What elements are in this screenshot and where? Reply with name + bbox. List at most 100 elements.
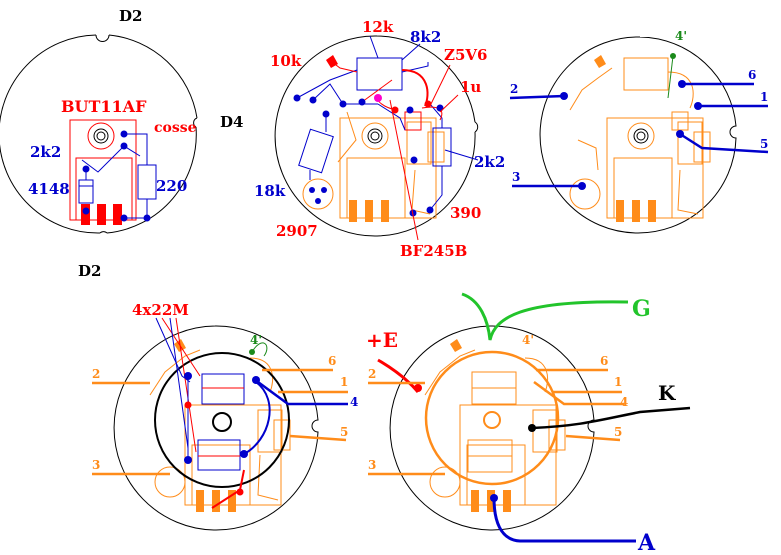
board-2-outline [274, 35, 479, 237]
pad [321, 187, 327, 193]
trace [377, 103, 406, 131]
label-z5v6: Z5V6 [444, 46, 487, 64]
pad [678, 80, 686, 88]
lead [616, 200, 624, 222]
pad [120, 130, 128, 138]
lead [648, 200, 656, 222]
fet-lead [381, 200, 389, 222]
label-4prime: 4' [675, 29, 687, 43]
lead [487, 490, 495, 512]
resistor-18k [298, 128, 334, 174]
pad [120, 142, 128, 150]
leader [161, 317, 201, 377]
pad [309, 96, 317, 104]
wire-4 [533, 380, 624, 406]
label-bf245b: BF245B [400, 242, 467, 260]
board-1: D2 D2 D4 BUT11AF cosse 2k2 4148 220 [0, 7, 243, 280]
trace [296, 69, 358, 99]
pad [406, 106, 414, 114]
orange-diamond [450, 339, 462, 352]
board-5-outline [389, 325, 595, 531]
pad [309, 187, 315, 193]
label-2k2: 2k2 [474, 153, 505, 171]
trace [429, 103, 443, 128]
pad [426, 206, 434, 214]
pad [694, 102, 702, 110]
red-trace [401, 69, 429, 107]
label-a: A [637, 530, 656, 555]
pad [184, 401, 192, 409]
transistor-lead-3 [113, 204, 122, 225]
board-3: 4' 6 2 1 5 3 [509, 29, 769, 234]
pad-magenta [374, 94, 382, 102]
leader [169, 317, 189, 449]
board-1-notch-right [193, 117, 198, 128]
resistor-22m-bottom [197, 439, 241, 471]
pad [82, 207, 90, 215]
pad [339, 100, 347, 108]
pad [410, 156, 418, 164]
pad [322, 110, 330, 118]
pad-blue [490, 494, 498, 502]
wire-5 [565, 434, 621, 442]
wire-a [492, 497, 636, 543]
trace [429, 166, 443, 211]
label-5: 5 [760, 137, 768, 151]
leader [444, 149, 479, 161]
leader [369, 35, 379, 59]
label-3: 3 [92, 458, 100, 472]
label-k: K [658, 381, 676, 405]
pad [184, 372, 192, 380]
board-1-notch-bottom [99, 231, 108, 234]
label-10k: 10k [270, 52, 302, 70]
lead [503, 490, 511, 512]
leader [389, 99, 419, 241]
label-2k2: 2k2 [30, 143, 61, 161]
label-4prime: 4' [250, 333, 262, 347]
hole-core [636, 131, 646, 141]
label-18k: 18k [254, 182, 286, 200]
leader [401, 43, 421, 61]
label-8k2: 8k2 [410, 28, 441, 46]
pad [252, 376, 260, 384]
red-trace [361, 79, 393, 103]
label-6: 6 [748, 68, 756, 82]
label-2907: 2907 [276, 222, 318, 240]
wire-k [531, 406, 691, 430]
blue-trace [243, 381, 271, 455]
label-2: 2 [92, 367, 100, 381]
transistor-lead-1 [81, 204, 90, 225]
label-4148: 4148 [28, 180, 70, 198]
label-2: 2 [510, 82, 518, 96]
label-2: 2 [368, 367, 376, 381]
board-4-outline [113, 325, 319, 531]
leader [439, 94, 459, 113]
label-d4: D4 [220, 113, 243, 131]
label-6: 6 [600, 354, 608, 368]
hole [367, 128, 383, 144]
pad-black [528, 424, 536, 432]
label-1: 1 [340, 375, 348, 389]
board-5: G +E 4' 6 2 1 K 4 5 3 A [366, 292, 691, 555]
label-220: 220 [156, 177, 187, 195]
pad [184, 456, 192, 464]
label-3: 3 [368, 458, 376, 472]
center-hole [483, 411, 501, 429]
board-4: 4x22M 4' 2 6 1 4 5 3 [92, 301, 358, 531]
resistor-220 [137, 164, 157, 200]
wire-4 [257, 380, 348, 406]
board-1-notch-top [95, 34, 110, 42]
label-4: 4 [350, 395, 358, 409]
resistor-12k [356, 57, 403, 91]
orange-diamond [594, 55, 606, 68]
label-1: 1 [760, 90, 768, 104]
diode-4148 [78, 179, 94, 204]
pad [560, 92, 568, 100]
transistor-lead-2 [97, 204, 106, 225]
pad [391, 106, 399, 114]
label-4prime: 4' [522, 333, 534, 347]
lead [212, 490, 220, 512]
wire-5 [679, 132, 769, 154]
center-hole [212, 412, 232, 432]
